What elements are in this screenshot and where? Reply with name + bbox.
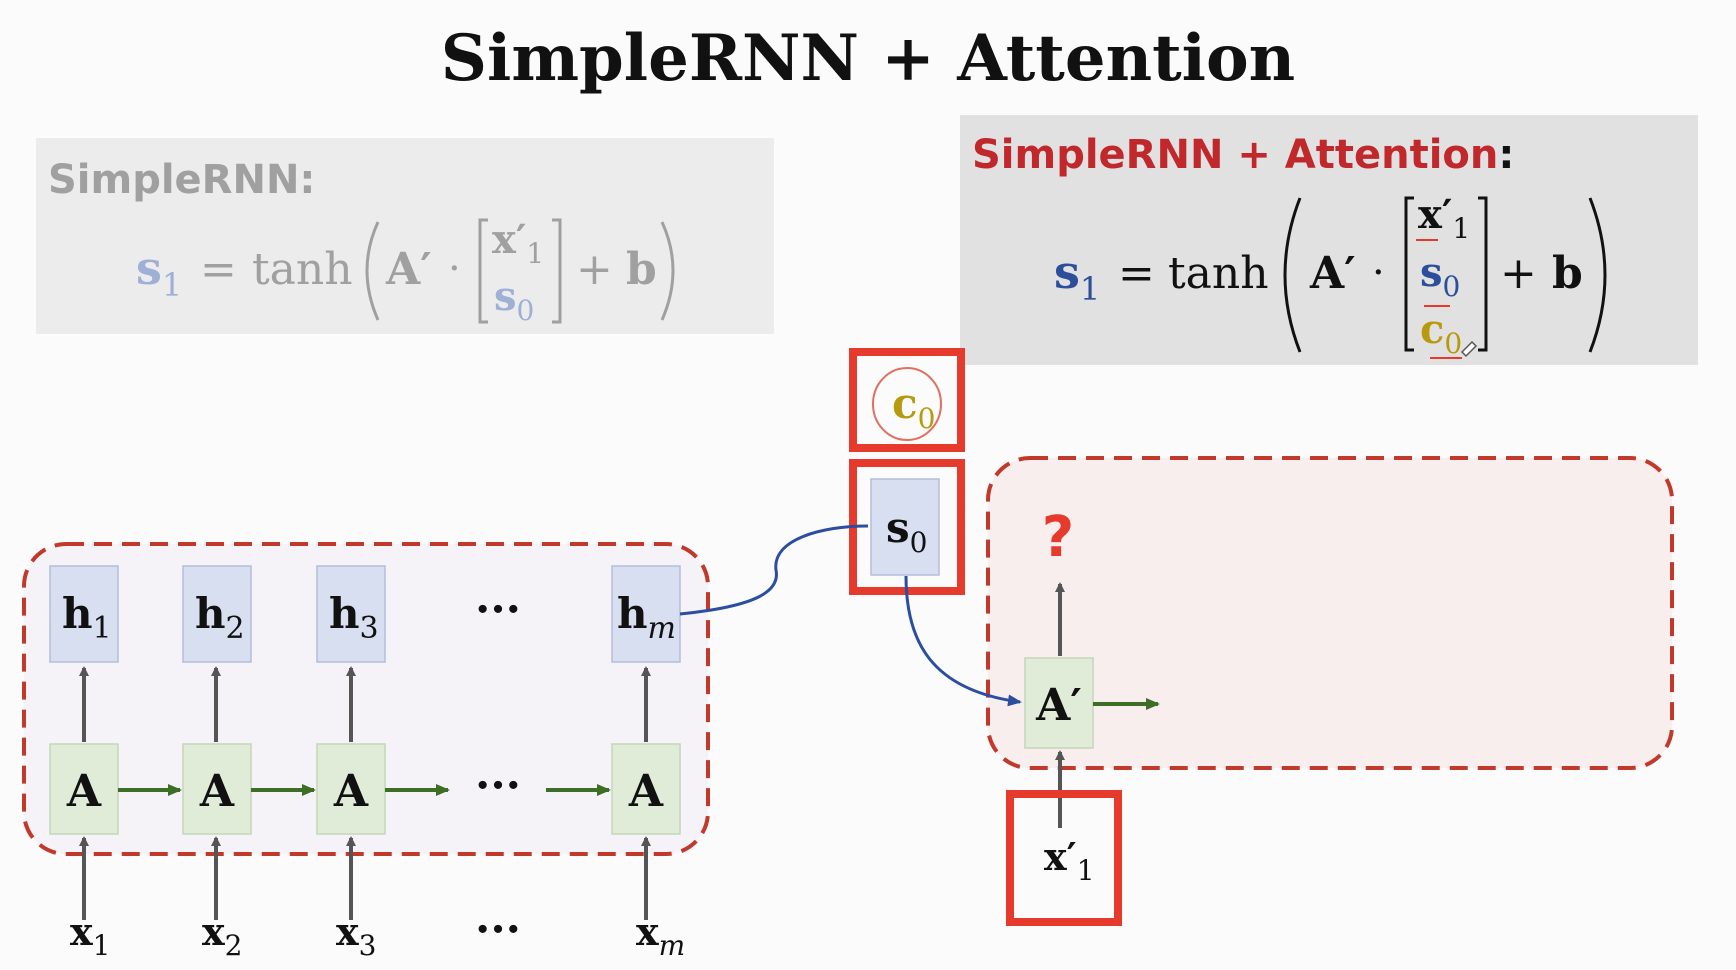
left-eq-plus: + [576,244,613,295]
rnn-cell-3-label: A [333,766,369,817]
left-eq-paren-close [660,221,675,321]
left-eq-matrix: A′ [385,244,432,295]
right-eq-plus: + [1500,248,1537,299]
input-2-label: x2 [202,909,242,962]
rnn-cell-m [611,743,681,835]
encoder-column-3: h3 A x3 [316,565,386,962]
right-eq-lhs: s1 [1054,245,1100,308]
decoder-cell-label: A′ [1035,680,1082,731]
right-eq-vec-c: c0 [1420,306,1462,360]
state-node [870,478,940,576]
encoder-column-2: h2 A x2 [182,565,252,962]
hidden-state-m-label: hm [617,589,676,646]
hidden-state-3-label: h3 [329,589,379,646]
left-eq-paren-open [365,221,380,321]
left-equation: s1 = tanh A′ · x′1 s0 + b [136,216,675,327]
right-eq-bracket-open [1404,196,1414,352]
decoder-input-highlight-box [1006,790,1122,926]
left-eq-bias: b [626,244,657,295]
left-eq-func: tanh [252,244,353,295]
left-eq-equals: = [200,244,237,295]
decoder-input-label: x′1 [1044,834,1095,887]
left-panel-heading: SimpleRNN: [48,157,315,203]
left-eq-vec-s: s0 [494,273,534,327]
right-eq-dot: · [1372,250,1385,296]
hidden-state-3 [316,565,386,663]
decoder-cell [1024,657,1094,749]
decoder-region [986,456,1674,770]
context-circle-annotation [872,367,942,441]
rnn-cell-m-label: A [628,766,664,817]
rnn-cell-1 [49,743,119,835]
pencil-cursor-icon [1460,340,1478,358]
right-eq-bracket-close [1478,196,1488,352]
right-eq-bias: b [1552,248,1583,299]
left-eq-vec-x: x′1 [492,216,544,270]
right-panel-heading: SimpleRNN + Attention: [972,132,1514,178]
rnn-cell-1-label: A [66,766,102,817]
hm-to-s0-curve [679,524,869,616]
hidden-state-2 [182,565,252,663]
left-eq-bracket-close [552,218,562,324]
left-eq-dot: · [448,246,461,292]
hidden-ellipsis: ··· [475,584,521,635]
state-node-label: s0 [886,503,927,559]
input-3-label: x3 [336,909,376,962]
right-eq-paren-close [1588,197,1607,353]
right-eq-paren-open [1283,197,1302,353]
hidden-state-1 [49,565,119,663]
encoder-column-m: hm A xm [611,565,685,962]
cell-ellipsis: ··· [475,760,521,811]
right-eq-vec-s: s0 [1420,249,1460,303]
page-title: SimpleRNN + Attention [441,21,1295,96]
decoder-output-question: ? [1042,505,1074,570]
context-node-label: c0 [892,379,935,435]
context-highlight-box [849,348,965,452]
right-eq-equals: = [1118,248,1155,299]
rnn-cell-2 [182,743,252,835]
s0-to-decoder-curve [904,575,1022,707]
right-equation: s1 = tanh A′ · x′1 s0 c0 + b [1054,191,1607,360]
right-eq-matrix: A′ [1309,248,1356,299]
left-eq-lhs: s1 [136,241,182,304]
hidden-state-1-label: h1 [62,589,112,646]
left-eq-bracket-open [478,218,488,324]
hidden-state-2-label: h2 [195,589,245,646]
right-eq-vec-x: x′1 [1418,191,1470,245]
right-equation-panel [960,115,1698,365]
encoder-column-1: h1 A x1 [49,565,119,962]
right-eq-func: tanh [1168,248,1269,299]
input-ellipsis: ··· [475,904,521,955]
left-equation-panel [36,138,774,334]
input-1-label: x1 [70,909,110,962]
rnn-cell-2-label: A [199,766,235,817]
input-m-label: xm [636,909,685,962]
